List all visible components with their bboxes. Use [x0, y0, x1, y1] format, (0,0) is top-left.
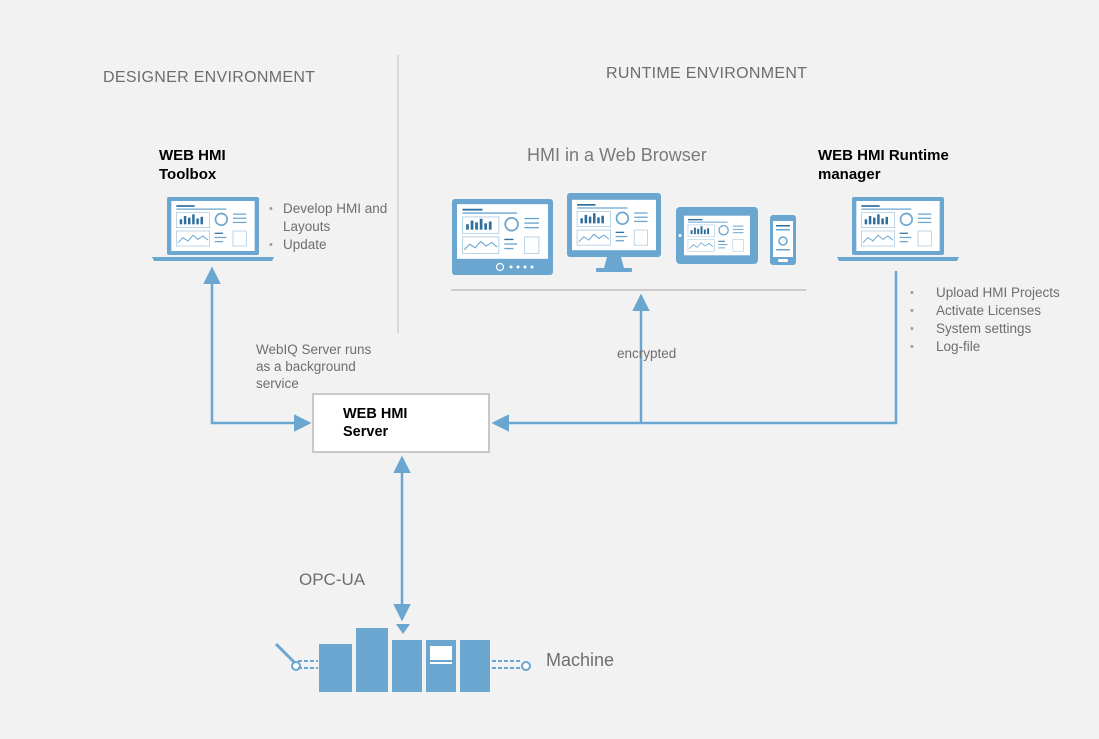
encrypted-label: encrypted: [617, 346, 677, 361]
designer-environment-heading: DESIGNER ENVIRONMENT: [103, 69, 316, 86]
runtime-manager-feature-item: Upload HMI Projects: [910, 284, 1085, 302]
machine-label: Machine: [546, 650, 615, 670]
runtime-environment-heading: RUNTIME ENVIRONMENT: [606, 65, 808, 82]
toolbox-feature-item: Develop HMI and Layouts: [269, 200, 394, 236]
runtime-manager-feature-list: Upload HMI Projects Activate Licenses Sy…: [910, 284, 1085, 356]
web-hmi-server-box: WEB HMI Server: [312, 393, 490, 453]
runtime-manager-title: WEB HMI Runtime manager: [818, 147, 949, 183]
runtime-manager-feature-item: System settings: [910, 320, 1085, 338]
browser-monitor-icon: [452, 199, 553, 275]
phone-icon: [770, 215, 796, 265]
browser-label: HMI in a Web Browser: [527, 145, 707, 165]
machine-icon: [274, 624, 531, 692]
desktop-monitor-icon: [567, 193, 661, 272]
toolbox-laptop-icon: [152, 197, 274, 261]
toolbox-feature-item: Update: [269, 236, 394, 254]
opc-ua-label: OPC-UA: [299, 570, 366, 589]
connection-arrows: [203, 266, 898, 622]
toolbox-title: WEB HMI Toolbox: [159, 147, 226, 183]
runtime-manager-feature-item: Activate Licenses: [910, 302, 1085, 320]
toolbox-feature-list: Develop HMI and Layouts Update: [269, 200, 394, 254]
runtime-manager-laptop-icon: [837, 197, 959, 261]
server-background-note: WebIQ Server runs as a background servic…: [256, 342, 372, 391]
server-title: WEB HMI Server: [343, 406, 408, 440]
runtime-manager-feature-item: Log-file: [910, 338, 1085, 356]
tablet-icon: [676, 207, 758, 264]
